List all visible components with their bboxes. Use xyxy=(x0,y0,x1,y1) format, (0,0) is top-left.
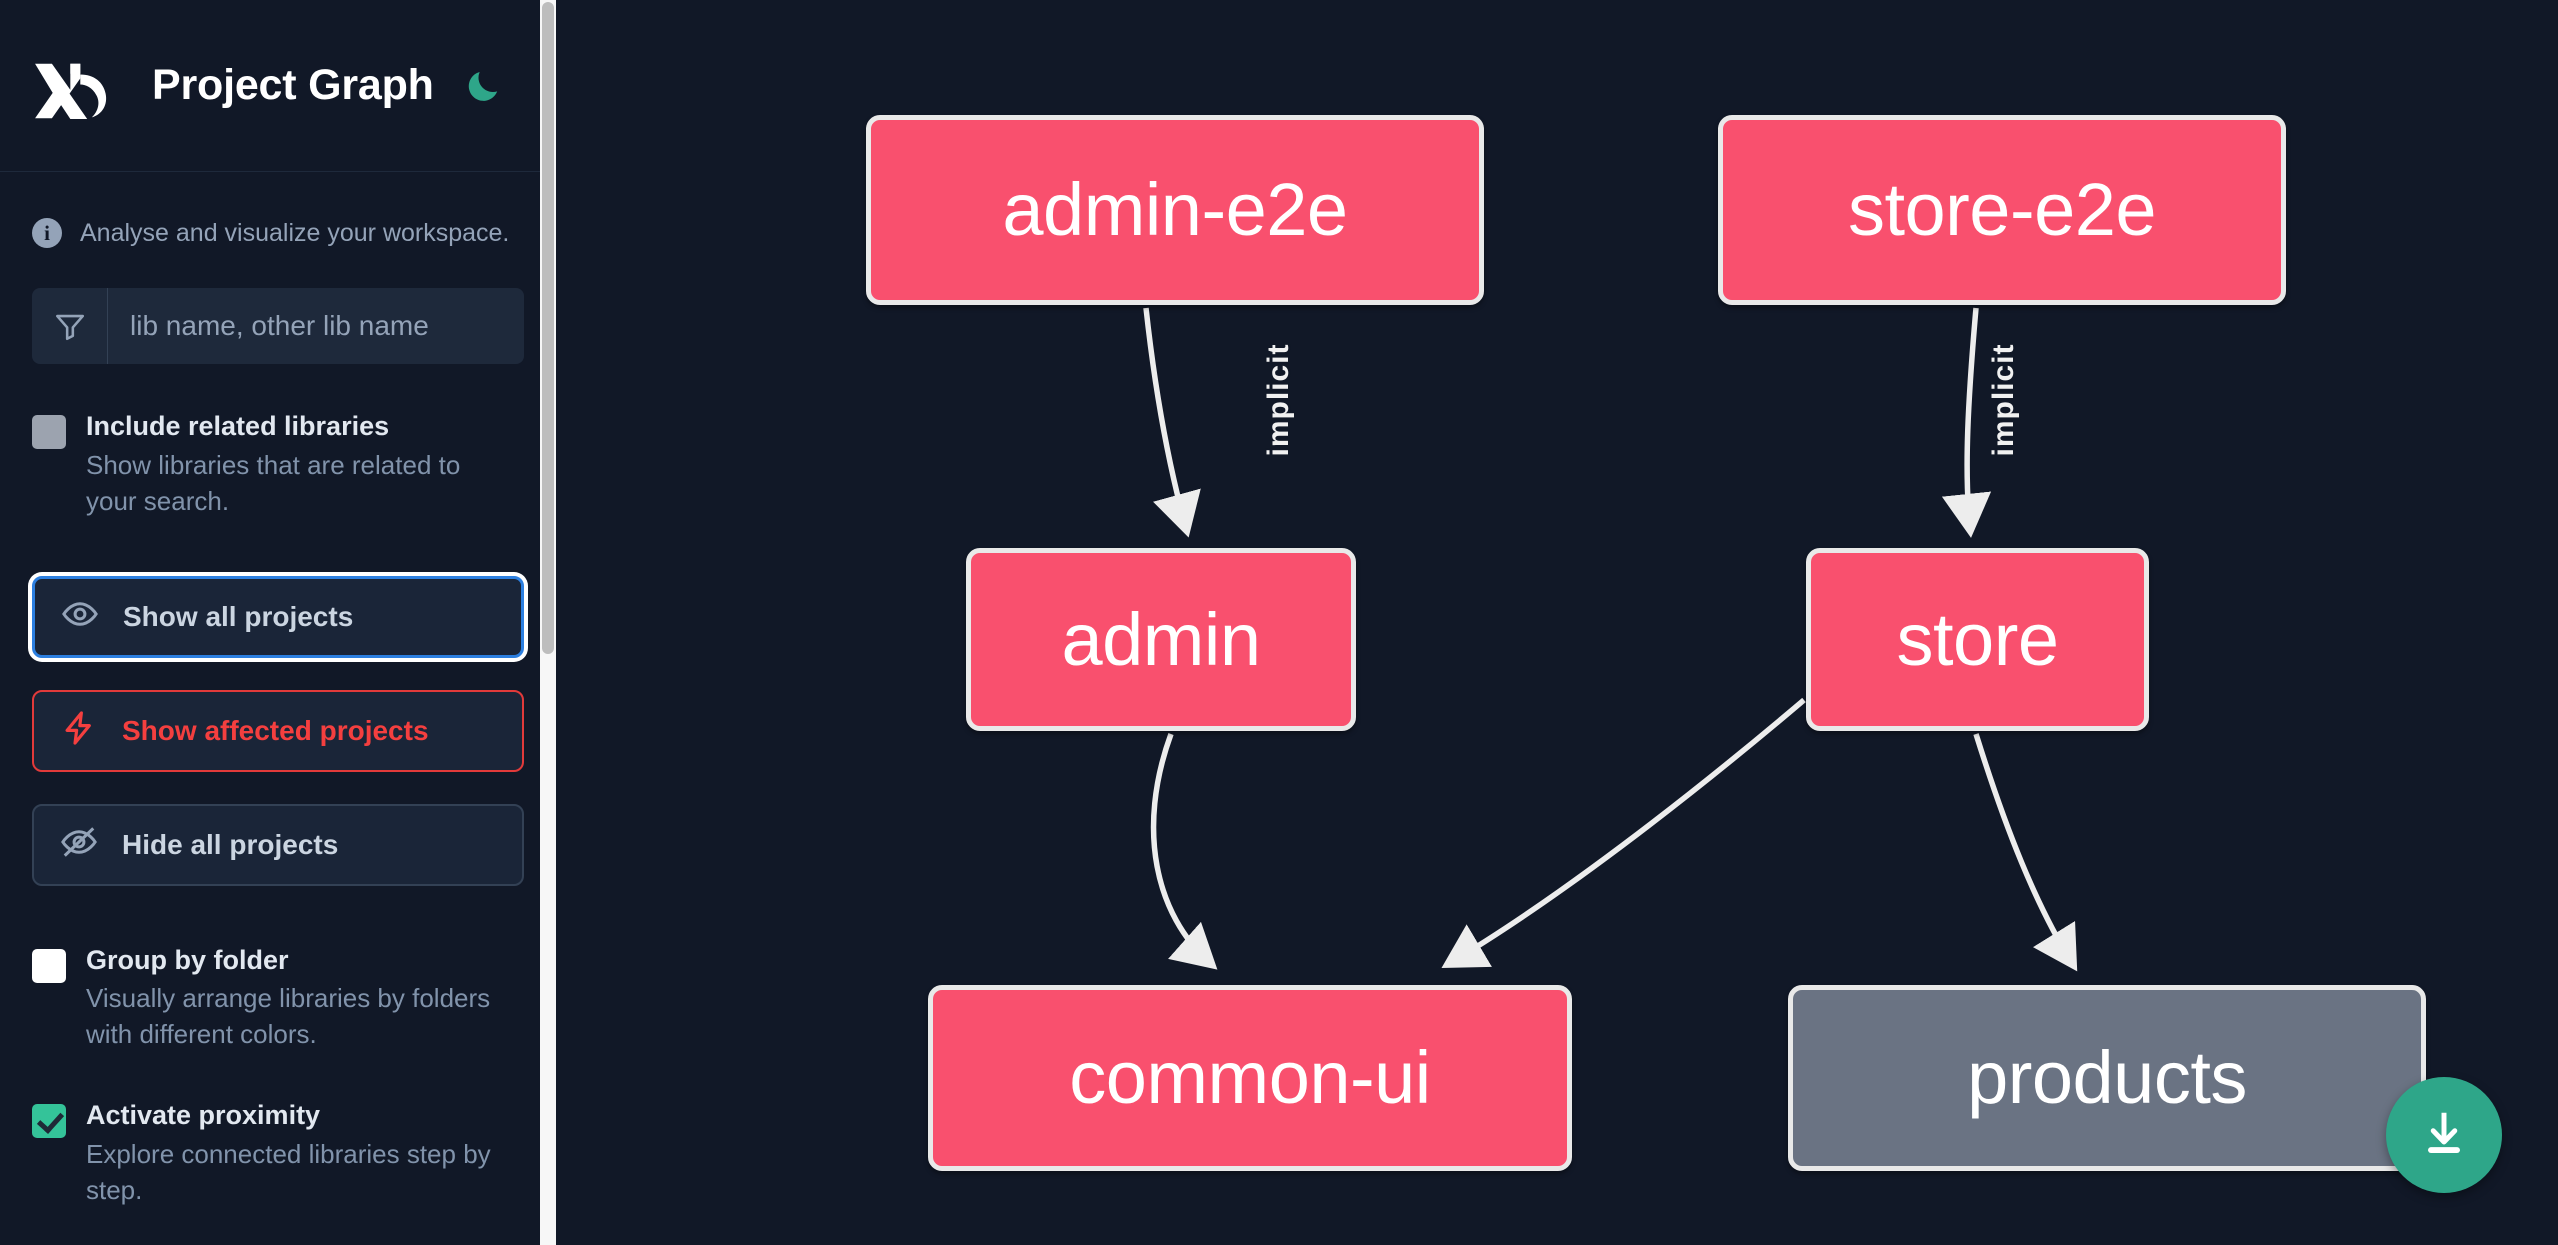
download-icon xyxy=(2417,1106,2471,1165)
checkbox-label-include-related-libraries: Include related libraries xyxy=(86,411,390,441)
show-affected-projects-label: Show affected projects xyxy=(122,714,429,746)
graph-node-label-common-ui: common-ui xyxy=(1069,1036,1431,1119)
graph-node-label-store: store xyxy=(1896,597,2059,681)
show-affected-projects-button[interactable]: Show affected projects xyxy=(32,689,524,772)
lightning-icon xyxy=(60,709,98,752)
show-all-projects-label: Show all projects xyxy=(123,600,354,632)
moon-icon[interactable] xyxy=(460,63,506,109)
graph-node-label-admin-e2e: admin-e2e xyxy=(1002,168,1348,251)
checkbox-include-related-libraries[interactable] xyxy=(32,415,66,449)
eye-off-icon xyxy=(60,823,98,866)
sidebar-note-text: Analyse and visualize your workspace. xyxy=(80,218,510,247)
search-input[interactable] xyxy=(108,288,524,364)
checkbox-row-include-related-libraries[interactable]: Include related libraries Show libraries… xyxy=(32,410,524,520)
edge-admin-common-ui xyxy=(1150,733,1218,970)
graph-node-label-store-e2e: store-e2e xyxy=(1847,168,2157,251)
filter-row[interactable] xyxy=(32,288,524,364)
sidebar-scrollbar[interactable] xyxy=(540,0,556,1245)
sidebar-note: i Analyse and visualize your workspace. xyxy=(0,172,556,248)
info-icon: i xyxy=(32,218,62,248)
checkbox-description-group-by-folder: Visually arrange libraries by folders wi… xyxy=(86,983,491,1050)
sidebar-header: Project Graph xyxy=(0,0,556,172)
graph-node-label-admin: admin xyxy=(1061,597,1261,681)
edge-admin-e2e-admin xyxy=(1143,307,1201,538)
checkbox-label-activate-proximity: Activate proximity xyxy=(86,1100,321,1130)
sidebar-scrollbar-thumb[interactable] xyxy=(542,2,554,654)
show-all-projects-button[interactable]: Show all projects xyxy=(32,575,524,658)
graph-node-admin-e2e[interactable]: admin-e2e xyxy=(866,115,1484,305)
page-title: Project Graph xyxy=(152,61,434,109)
sidebar: Project Graph i Analyse and visualize yo… xyxy=(0,0,556,1245)
checkbox-row-group-by-folder[interactable]: Group by folder Visually arrange librari… xyxy=(32,944,524,1054)
checkbox-row-activate-proximity[interactable]: Activate proximity Explore connected lib… xyxy=(32,1099,524,1209)
graph-node-products[interactable]: products xyxy=(1788,985,2426,1171)
graph-node-label-products: products xyxy=(1967,1036,2247,1119)
graph-edges xyxy=(1143,307,2078,972)
edge-store-common-ui xyxy=(1441,697,1806,969)
graph-node-store-e2e[interactable]: store-e2e xyxy=(1718,115,2286,305)
funnel-icon xyxy=(32,288,108,364)
checkbox-activate-proximity[interactable] xyxy=(32,1104,66,1138)
graph-node-common-ui[interactable]: common-ui xyxy=(928,985,1572,1171)
checkbox-description-include-related-libraries: Show libraries that are related to your … xyxy=(86,449,461,516)
graph-canvas[interactable]: implicit implicit admin-e2e store-e2e ad… xyxy=(556,0,2558,1245)
download-button[interactable] xyxy=(2386,1077,2502,1193)
graph-node-store[interactable]: store xyxy=(1806,548,2149,731)
checkbox-label-group-by-folder: Group by folder xyxy=(86,944,289,975)
eye-icon xyxy=(61,595,99,638)
checkbox-group-by-folder[interactable] xyxy=(32,948,66,983)
edge-store-products xyxy=(1973,733,2078,972)
graph-node-admin[interactable]: admin xyxy=(966,548,1356,731)
nx-logo-icon xyxy=(32,53,124,119)
hide-all-projects-label: Hide all projects xyxy=(122,828,339,860)
checkbox-description-activate-proximity: Explore connected libraries step by step… xyxy=(86,1138,491,1205)
hide-all-projects-button[interactable]: Hide all projects xyxy=(32,803,524,886)
edge-store-e2e-store xyxy=(1941,307,1992,538)
